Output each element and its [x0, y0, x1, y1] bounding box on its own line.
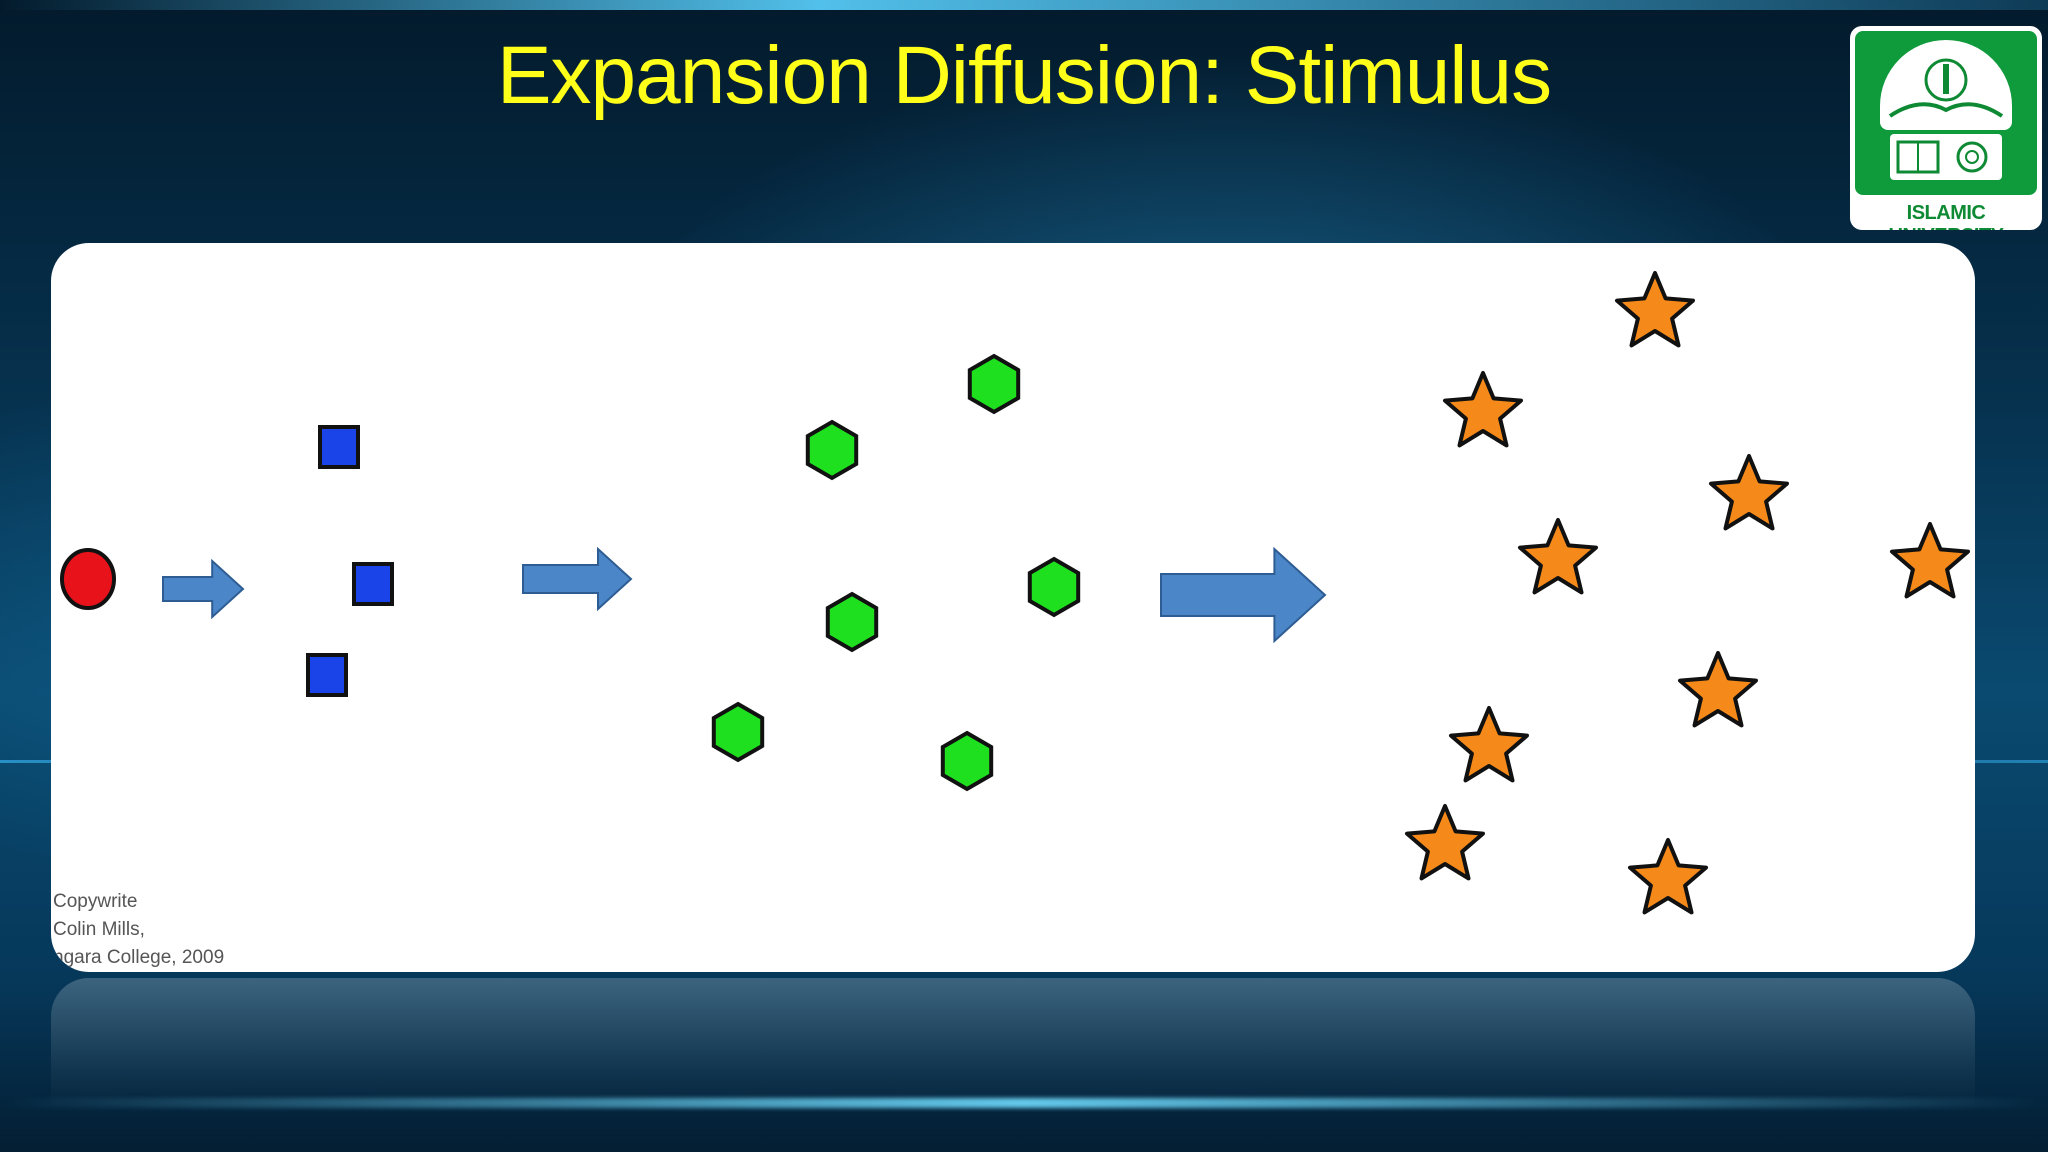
hexagon-shape — [825, 591, 879, 653]
panel-reflection — [51, 978, 1975, 1108]
hexagon-shape — [967, 353, 1021, 415]
credit-line: Copywrite — [53, 891, 138, 912]
square-shape — [306, 653, 348, 697]
university-logo: ISLAMIC UNIVERSITY — [1850, 26, 2042, 230]
hexagon-shape — [940, 730, 994, 792]
star-shape — [1518, 518, 1598, 595]
star-shape — [1443, 371, 1523, 448]
credit-text: Copywrite Colin Mills, ngara College, 20… — [53, 888, 224, 972]
diffusion-diagram — [60, 271, 1970, 915]
credit-line: ngara College, 2009 — [53, 947, 225, 968]
star-shape — [1628, 838, 1708, 915]
diagram-panel: Copywrite Colin Mills, ngara College, 20… — [51, 243, 1975, 972]
diffusion-arrow-icon — [522, 546, 633, 612]
diffusion-arrow-icon — [162, 558, 245, 620]
star-shape — [1709, 454, 1789, 531]
logo-emblem-icon — [1888, 58, 2004, 180]
star-shape — [1890, 522, 1970, 599]
diffusion-arrow-icon — [1160, 546, 1327, 644]
hexagon-shape — [711, 701, 765, 763]
logo-caption: ISLAMIC UNIVERSITY — [1888, 202, 2004, 230]
star-shape — [1405, 804, 1485, 881]
origin-circle — [60, 548, 116, 610]
slide-title: Expansion Diffusion: Stimulus — [496, 30, 1552, 121]
star-shape — [1615, 271, 1695, 348]
credit-line: Colin Mills, — [53, 919, 145, 940]
hexagon-shape — [1027, 556, 1081, 618]
square-shape — [352, 562, 394, 606]
hexagon-shape — [805, 419, 859, 481]
top-light-streak — [0, 0, 2048, 10]
star-shape — [1678, 651, 1758, 728]
star-shape — [1449, 706, 1529, 783]
square-shape — [318, 425, 360, 469]
